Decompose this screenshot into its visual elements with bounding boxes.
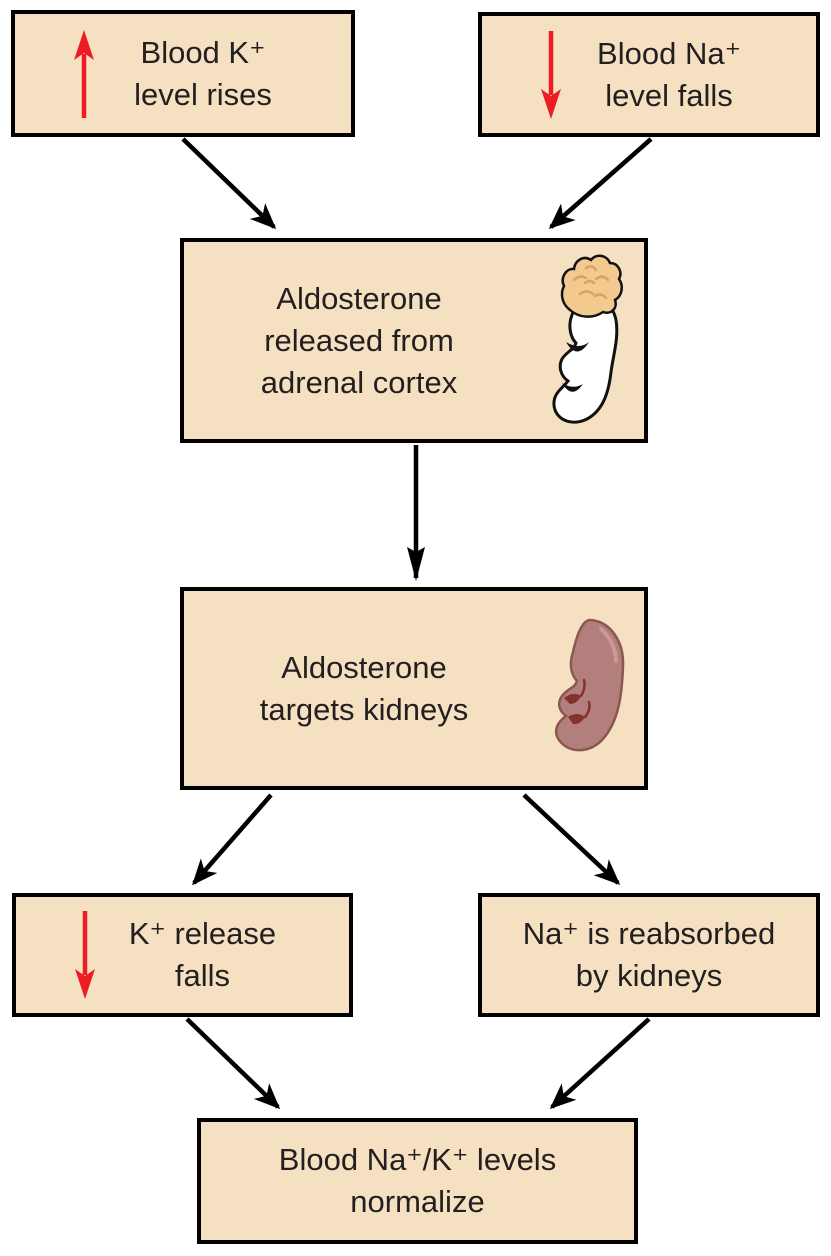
- node-text-line: level falls: [605, 77, 733, 113]
- node-aldosterone-released: Aldosterone released from adrenal cortex: [180, 238, 648, 443]
- node-label: Na⁺ is reabsorbed by kidneys: [482, 913, 816, 997]
- node-text-line: released from: [264, 322, 454, 358]
- arrow-krelease-to-normalize: [185, 1017, 281, 1110]
- node-text-line: level rises: [134, 76, 272, 112]
- node-text-line: Aldosterone: [281, 649, 447, 685]
- decrease-arrow-icon: [541, 30, 561, 119]
- node-blood-k-rises: Blood K⁺ level rises: [11, 10, 355, 137]
- node-k-release-falls: K⁺ release falls: [12, 893, 353, 1017]
- node-text-line: Aldosterone: [276, 280, 442, 316]
- kidney-icon: [554, 618, 625, 752]
- node-aldosterone-targets: Aldosterone targets kidneys: [180, 587, 648, 790]
- node-label: Aldosterone released from adrenal cortex: [184, 278, 534, 404]
- increase-arrow-icon: [74, 29, 94, 118]
- node-text-line: adrenal cortex: [260, 364, 458, 400]
- node-text-line: targets kidneys: [259, 691, 469, 727]
- node-text-line: Blood Na⁺: [597, 35, 741, 71]
- arrow-bloodk-to-aldosterone: [181, 137, 277, 230]
- arrow-kidneys-to-krelease: [192, 793, 273, 886]
- adrenal-gland-icon: [552, 254, 624, 424]
- node-label: K⁺ release falls: [16, 913, 349, 997]
- node-text-line: falls: [174, 958, 231, 993]
- node-label: Blood Na⁺ level falls: [482, 33, 816, 117]
- node-label: Blood K⁺ level rises: [15, 32, 351, 116]
- arrow-bloodna-to-aldosterone: [548, 137, 653, 229]
- node-label: Aldosterone targets kidneys: [184, 647, 544, 731]
- node-blood-na-falls: Blood Na⁺ level falls: [478, 12, 820, 137]
- arrow-nareabsorbed-to-normalize: [549, 1017, 651, 1110]
- node-na-reabsorbed: Na⁺ is reabsorbed by kidneys: [478, 893, 820, 1017]
- decrease-arrow-icon: [75, 911, 95, 999]
- arrow-kidneys-to-nareabsorbed: [522, 793, 621, 886]
- node-text-line: K⁺ release: [128, 916, 277, 951]
- node-text-line: Blood K⁺: [140, 34, 266, 70]
- node-text-line: Blood Na⁺/K⁺ levels: [278, 1142, 557, 1177]
- node-levels-normalize: Blood Na⁺/K⁺ levels normalize: [197, 1118, 638, 1244]
- node-text-line: Na⁺ is reabsorbed: [522, 916, 776, 951]
- node-label: Blood Na⁺/K⁺ levels normalize: [201, 1139, 634, 1223]
- node-text-line: normalize: [350, 1184, 485, 1219]
- node-text-line: by kidneys: [575, 958, 723, 993]
